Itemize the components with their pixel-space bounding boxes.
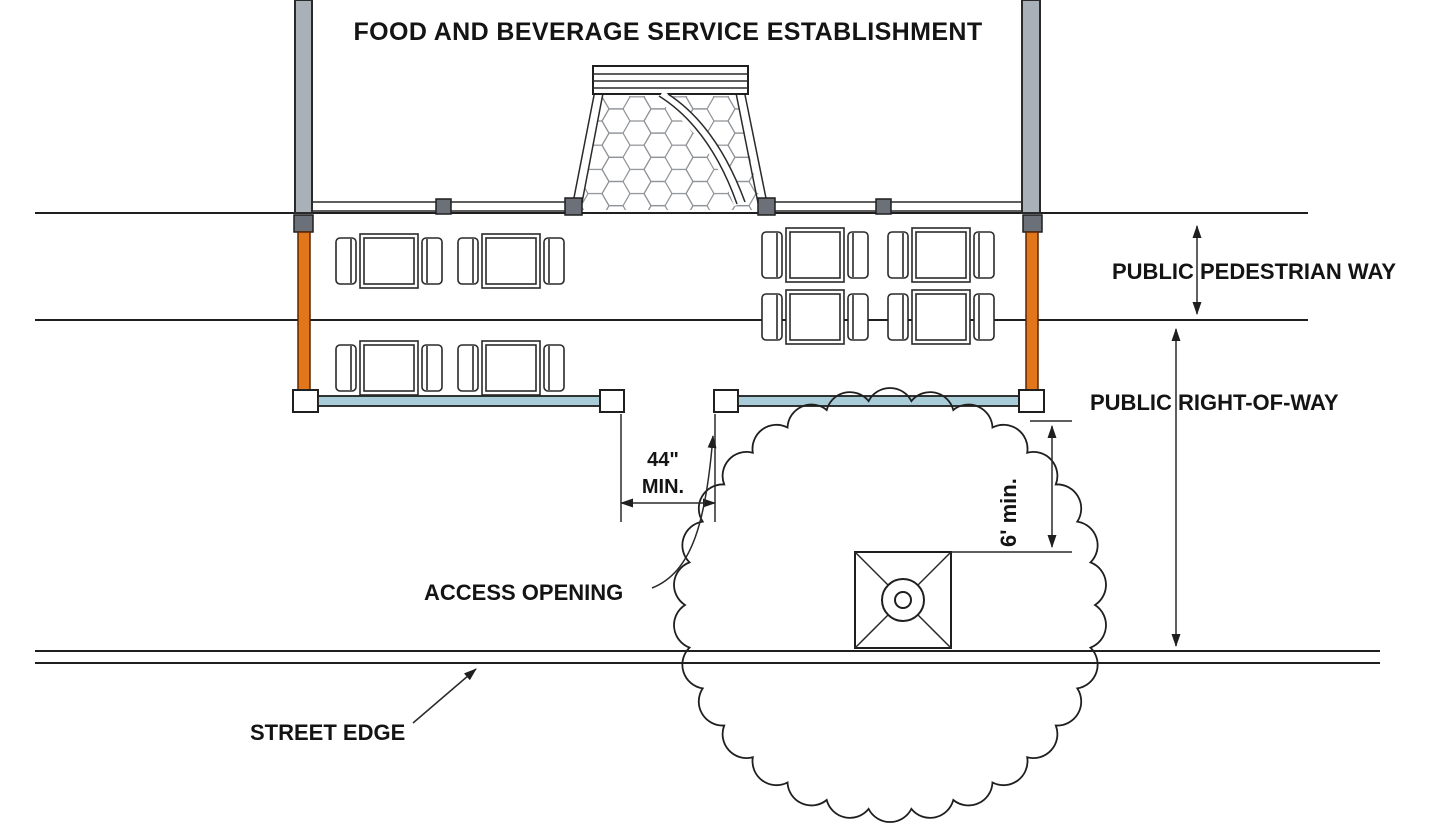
tree-clearance-value: 6' min. xyxy=(996,478,1021,547)
callout-street-edge: STREET EDGE xyxy=(250,668,477,745)
access-opening-leader-arrow xyxy=(651,435,717,589)
rail-end-post xyxy=(713,389,739,413)
vestibule-corner-post xyxy=(757,197,776,216)
barrier-post-cap xyxy=(1022,214,1043,233)
label-street-edge: STREET EDGE xyxy=(250,720,405,745)
table-with-chairs xyxy=(887,227,995,283)
table-with-chairs xyxy=(335,340,443,396)
label-pedestrian-way: PUBLIC PEDESTRIAN WAY xyxy=(1112,259,1396,284)
dimension-right-of-way: PUBLIC RIGHT-OF-WAY xyxy=(1090,328,1339,647)
street-edge-leader-arrow xyxy=(412,668,477,724)
access-width-value: 44" xyxy=(647,449,679,471)
rail-end-post xyxy=(599,389,625,413)
label-access-opening: ACCESS OPENING xyxy=(424,580,623,605)
dimension-pedestrian-way: PUBLIC PEDESTRIAN WAY xyxy=(1112,225,1396,315)
callout-access-opening: ACCESS OPENING xyxy=(424,435,717,605)
table-with-chairs xyxy=(761,227,869,283)
table-with-chairs xyxy=(335,233,443,289)
rail-end-post xyxy=(292,389,319,413)
vestibule-floor-pattern xyxy=(580,96,762,210)
barrier-post-cap xyxy=(293,214,314,233)
door-leaf-edge xyxy=(667,93,746,203)
storefront-glazing xyxy=(312,198,1022,215)
table-with-chairs xyxy=(887,289,995,345)
barrier-post-left xyxy=(297,231,311,393)
label-right-of-way: PUBLIC RIGHT-OF-WAY xyxy=(1090,390,1339,415)
vestibule-corner-post xyxy=(564,197,583,216)
tree-canopy xyxy=(673,387,1107,823)
dimension-tree-clearance: 6' min. xyxy=(952,420,1072,553)
table-with-chairs xyxy=(457,340,565,396)
window-mullion xyxy=(875,198,892,215)
barrier-post-right xyxy=(1025,231,1039,393)
barrier-left xyxy=(292,214,625,413)
outdoor-tables xyxy=(335,227,995,396)
building-wall-left xyxy=(294,0,313,214)
tree-planter xyxy=(854,551,952,649)
rail-end-post xyxy=(1018,389,1045,413)
door-leaf xyxy=(658,95,738,205)
access-width-qualifier: MIN. xyxy=(642,476,684,498)
street-edge-lines xyxy=(35,650,1380,664)
building-wall-right xyxy=(1021,0,1041,214)
dimension-access-opening: 44" MIN. xyxy=(620,414,716,522)
window-mullion xyxy=(435,198,452,215)
barrier-right xyxy=(713,214,1045,413)
barrier-rail-left xyxy=(317,395,601,407)
entry-threshold xyxy=(592,65,749,95)
entrance-vestibule xyxy=(564,65,776,216)
tree-trunk xyxy=(894,591,912,609)
table-with-chairs xyxy=(761,289,869,345)
barrier-rail-right xyxy=(737,395,1020,407)
diagram-title: FOOD AND BEVERAGE SERVICE ESTABLISHMENT xyxy=(353,18,982,46)
table-with-chairs xyxy=(457,233,565,289)
